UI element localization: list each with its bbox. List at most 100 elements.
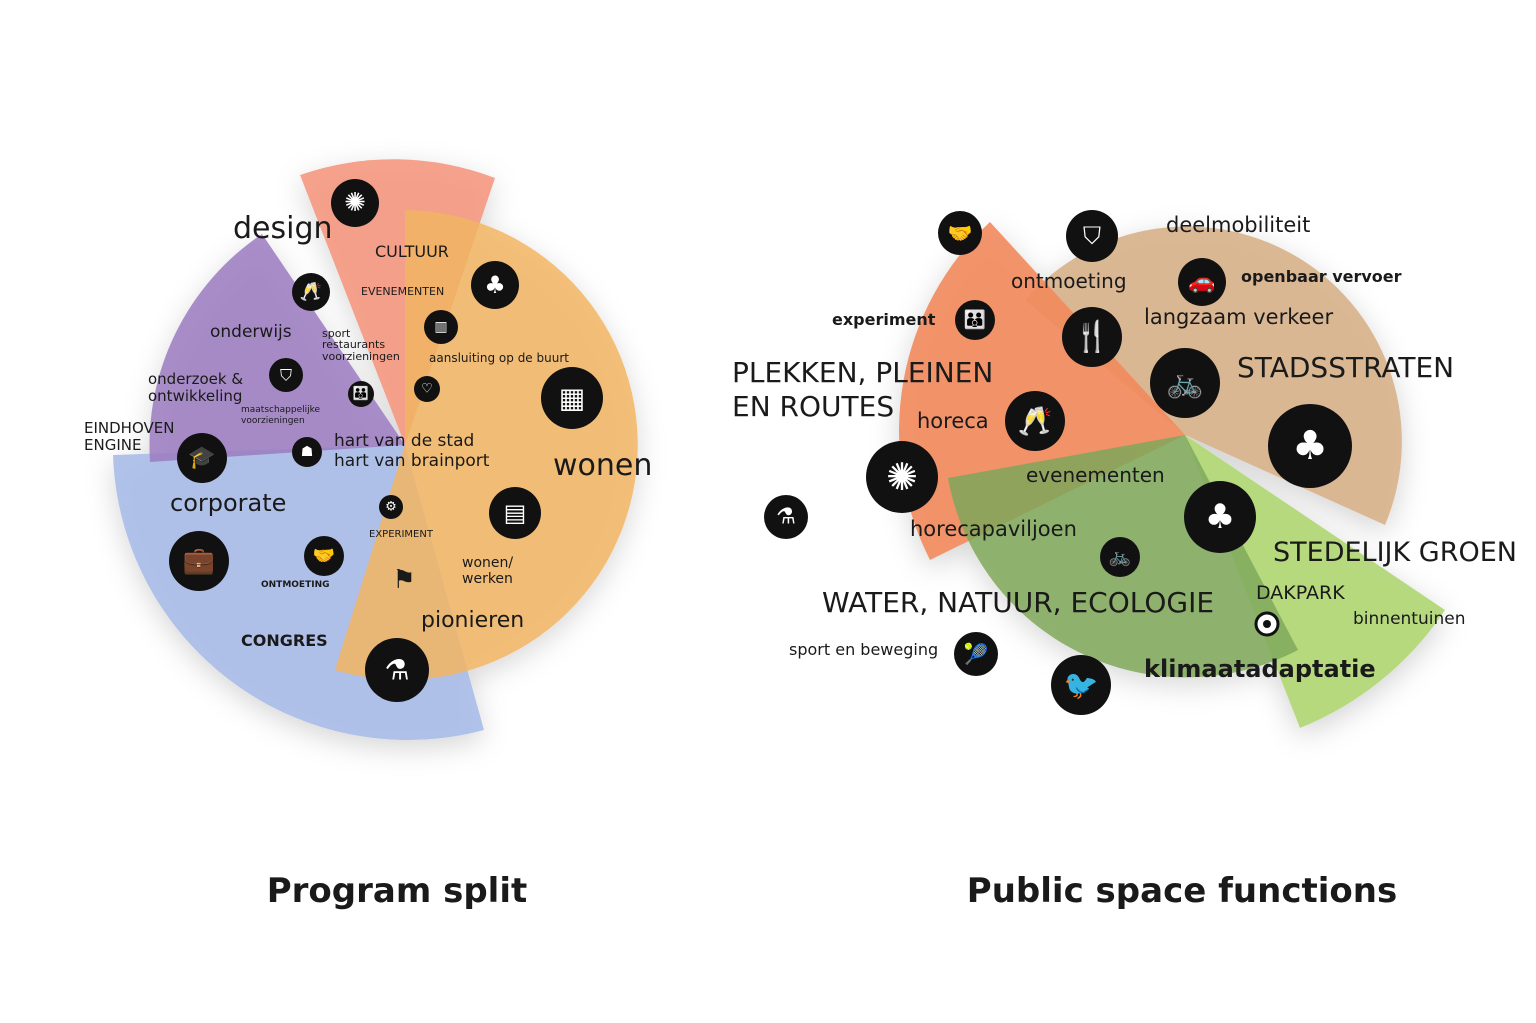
label-ontmoeting: ONTMOETING: [261, 580, 329, 590]
title-public-space-functions: Public space functions: [967, 871, 1397, 911]
title-program-split: Program split: [267, 871, 528, 911]
gears-icon: ⚙: [379, 495, 403, 519]
svg-text:🚗: 🚗: [1188, 270, 1215, 295]
label-experiment: EXPERIMENT: [369, 529, 434, 540]
flask-icon: ⚗: [365, 638, 429, 702]
svg-text:🥂: 🥂: [1018, 405, 1053, 438]
flask-icon: ⚗: [764, 495, 808, 539]
champagne-icon: 🥂: [1005, 391, 1065, 451]
svg-text:▥: ▥: [434, 319, 447, 335]
svg-text:✺: ✺: [886, 455, 918, 499]
label-design: design: [233, 211, 333, 246]
program-split-labels: design CULTUUR EVENEMENTEN onderwijs spo…: [84, 211, 652, 650]
fireworks-icon: ✺: [331, 179, 379, 227]
label-openbaar-vervoer: openbaar vervoer: [1241, 267, 1402, 286]
svg-text:⚗: ⚗: [776, 505, 796, 530]
champagne-icon: 🥂: [292, 273, 330, 311]
shopping-bag-icon: ⛉: [1066, 210, 1118, 262]
label-wonen: wonen: [553, 448, 652, 483]
label-deelmobiliteit: deelmobiliteit: [1166, 213, 1310, 237]
label-eindhoven-2: ENGINE: [84, 436, 141, 454]
label-maatschappelijk-1: maatschappelijke: [241, 405, 321, 415]
label-water-natuur-ecologie: WATER, NATUUR, ECOLOGIE: [822, 586, 1214, 619]
svg-text:🤝: 🤝: [313, 546, 335, 567]
label-aansluiting: aansluiting op de buurt: [429, 351, 569, 365]
svg-text:✺: ✺: [344, 188, 366, 218]
label-hart-2: hart van brainport: [334, 451, 490, 471]
label-sport-en-beweging: sport en beweging: [789, 640, 938, 659]
svg-text:🎾: 🎾: [964, 642, 989, 666]
svg-text:▤: ▤: [504, 499, 527, 527]
svg-text:🚲: 🚲: [1109, 547, 1131, 568]
label-stadsstraten: STADSSTRATEN: [1237, 351, 1454, 384]
people-icon: 👪: [955, 300, 995, 340]
svg-text:🐦: 🐦: [1064, 669, 1099, 702]
label-binnentuinen: binnentuinen: [1353, 609, 1465, 629]
label-wonen-werken-1: wonen/: [462, 555, 513, 571]
label-experiment: experiment: [832, 310, 936, 329]
svg-text:⛉: ⛉: [280, 366, 292, 385]
svg-text:🥂: 🥂: [300, 282, 322, 303]
tree-icon: ♣: [1184, 481, 1256, 553]
shopping-bag-icon: ⛉: [269, 358, 303, 392]
public-space-icons: 🤝 ⛉ 🚗 👪 🍴 🚲 🥂 ♣ ✺ ♣ ⚗ 🚲 🎾 🐦: [764, 210, 1352, 715]
apartment-icon: ▦: [541, 367, 603, 429]
briefcase-icon: 💼: [169, 531, 229, 591]
label-dakpark: DAKPARK: [1256, 582, 1345, 604]
office-building-icon: ▤: [489, 487, 541, 539]
label-corporate: corporate: [170, 489, 286, 517]
svg-text:🚲: 🚲: [1166, 366, 1203, 401]
svg-text:⚗: ⚗: [384, 654, 409, 687]
label-onderzoek-2: ontwikkeling: [148, 387, 242, 405]
fireworks-icon: ✺: [866, 441, 938, 513]
electric-car-icon: 🚗: [1178, 258, 1226, 306]
tennis-racket-icon: 🎾: [954, 632, 998, 676]
heart-rate-icon: ♡: [414, 376, 440, 402]
label-wonen-werken-2: werken: [462, 571, 513, 587]
svg-text:🎓: 🎓: [188, 446, 215, 471]
public-space-labels: deelmobiliteit ontmoeting openbaar vervo…: [732, 213, 1517, 683]
svg-text:♣: ♣: [1205, 497, 1235, 537]
label-evenementen: evenementen: [1026, 463, 1165, 487]
label-horecapaviljoen: horecapaviljoen: [910, 517, 1077, 541]
svg-text:♣: ♣: [1292, 423, 1328, 469]
label-cultuur: CULTUUR: [375, 242, 449, 261]
label-restaurants: restaurants: [322, 338, 385, 351]
football-icon: [1254, 611, 1280, 637]
svg-text:🤝: 🤝: [948, 221, 973, 245]
program-split-icons: ✺ 🥂 ♣ ▥ ⛉ 👪 ♡ ▦ 🎓 ☗ ⚙ ▤ 💼 🤝 ⚑ ⚗: [169, 179, 603, 702]
speaker-podium-icon: ☗: [292, 437, 322, 467]
svg-text:⛉: ⛉: [1083, 222, 1101, 250]
svg-text:👪: 👪: [964, 309, 986, 331]
label-plekken-2: EN ROUTES: [732, 390, 894, 423]
label-stedelijk-groen: STEDELIJK GROEN: [1273, 537, 1517, 568]
svg-text:🍴: 🍴: [1073, 319, 1110, 355]
flag-icon: ⚑: [392, 565, 415, 595]
handshake-icon: 🤝: [938, 211, 982, 255]
svg-text:⚑: ⚑: [392, 565, 415, 595]
wedge-wonen: [335, 210, 638, 680]
label-plekken-1: PLEKKEN, PLEINEN: [732, 356, 993, 389]
hummingbird-icon: 🐦: [1051, 655, 1111, 715]
svg-text:👪: 👪: [353, 386, 369, 402]
label-eindhoven-1: EINDHOVEN: [84, 419, 174, 437]
label-ontmoeting: ontmoeting: [1011, 269, 1127, 293]
svg-text:♡: ♡: [421, 382, 433, 397]
label-maatschappelijk-2: voorzieningen: [241, 416, 305, 426]
label-voorzieningen: voorzieningen: [322, 350, 400, 363]
tree-icon: ♣: [471, 261, 519, 309]
trees-icon: ♣: [1268, 404, 1352, 488]
label-onderzoek-1: onderzoek &: [148, 370, 243, 388]
svg-text:♣: ♣: [484, 271, 506, 299]
bicycle-small-icon: 🚲: [1100, 537, 1140, 577]
label-klimaatadaptatie: klimaatadaptatie: [1144, 655, 1376, 683]
family-icon: 👪: [348, 381, 374, 407]
svg-text:⚙: ⚙: [385, 500, 397, 515]
buildings-icon: ▥: [424, 310, 458, 344]
bicycle-icon: 🚲: [1150, 348, 1220, 418]
label-congres: CONGRES: [241, 631, 328, 650]
label-onderwijs: onderwijs: [210, 322, 292, 342]
label-hart-1: hart van de stad: [334, 431, 474, 451]
label-pionieren: pionieren: [421, 608, 524, 633]
